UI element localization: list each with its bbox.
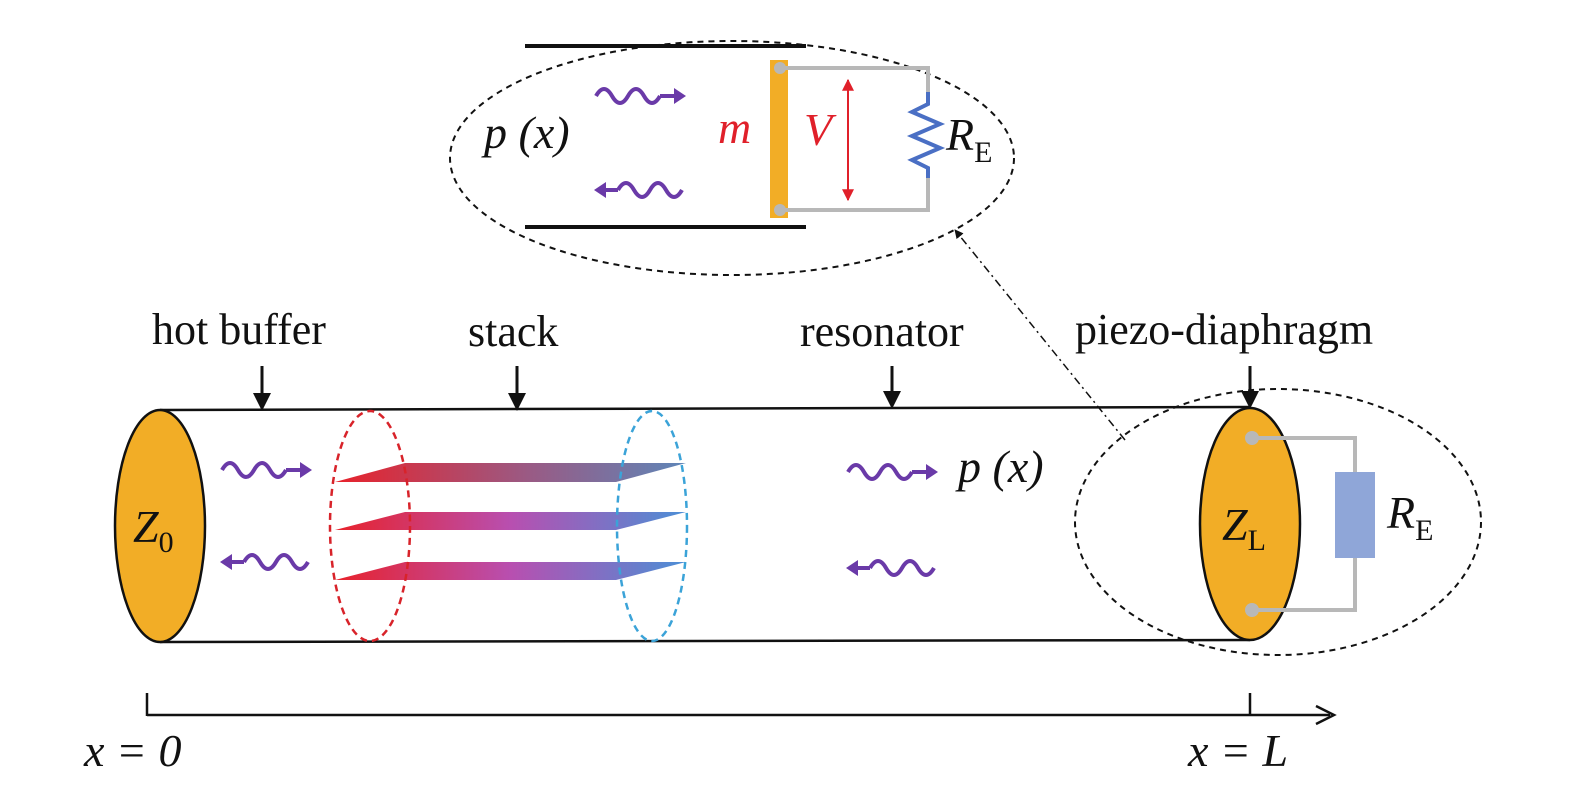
wave-right-icon xyxy=(594,87,686,105)
wave-left-icon xyxy=(594,181,684,199)
x-end-label: x = L xyxy=(1187,725,1288,776)
wave-left-icon xyxy=(846,559,936,577)
piezo-diaphragm-label: piezo-diaphragm xyxy=(1075,305,1373,354)
pressure-label-inset: p (x) xyxy=(481,107,570,158)
z0-label: Z0 xyxy=(133,501,174,559)
resonator-tube xyxy=(159,405,1251,644)
hot-buffer-label: hot buffer xyxy=(152,305,326,354)
resistor-zigzag-icon xyxy=(906,92,946,178)
inset-circuit xyxy=(774,62,946,216)
cold-side-boundary-ring xyxy=(615,409,689,643)
pressure-label-tube: p (x) xyxy=(955,441,1044,492)
resonator-label: resonator xyxy=(800,307,964,356)
zl-label: ZL xyxy=(1222,499,1266,557)
zoom-region-ellipse xyxy=(1074,388,1482,656)
x-start-label: x = 0 xyxy=(83,725,181,776)
voltage-label: V xyxy=(804,104,837,155)
inset-tube-walls xyxy=(525,44,806,229)
stack-label: stack xyxy=(468,307,558,356)
load-resistance-label: RE xyxy=(1386,487,1433,547)
inset-ellipse xyxy=(449,40,1015,276)
stack-plates xyxy=(335,463,686,580)
wave-left-icon xyxy=(220,553,310,571)
left-end-impedance: Z0 xyxy=(113,408,207,644)
wave-right-icon xyxy=(220,461,312,479)
inset-resistance-label: RE xyxy=(945,109,992,169)
wave-right-icon xyxy=(846,463,938,481)
resistor-icon xyxy=(1335,472,1375,558)
load-circuit: RE xyxy=(1245,431,1433,617)
mass-label: m xyxy=(718,102,751,153)
hot-side-boundary-ring xyxy=(328,409,412,643)
piezo-plate xyxy=(770,60,788,218)
position-axis xyxy=(145,693,1337,726)
